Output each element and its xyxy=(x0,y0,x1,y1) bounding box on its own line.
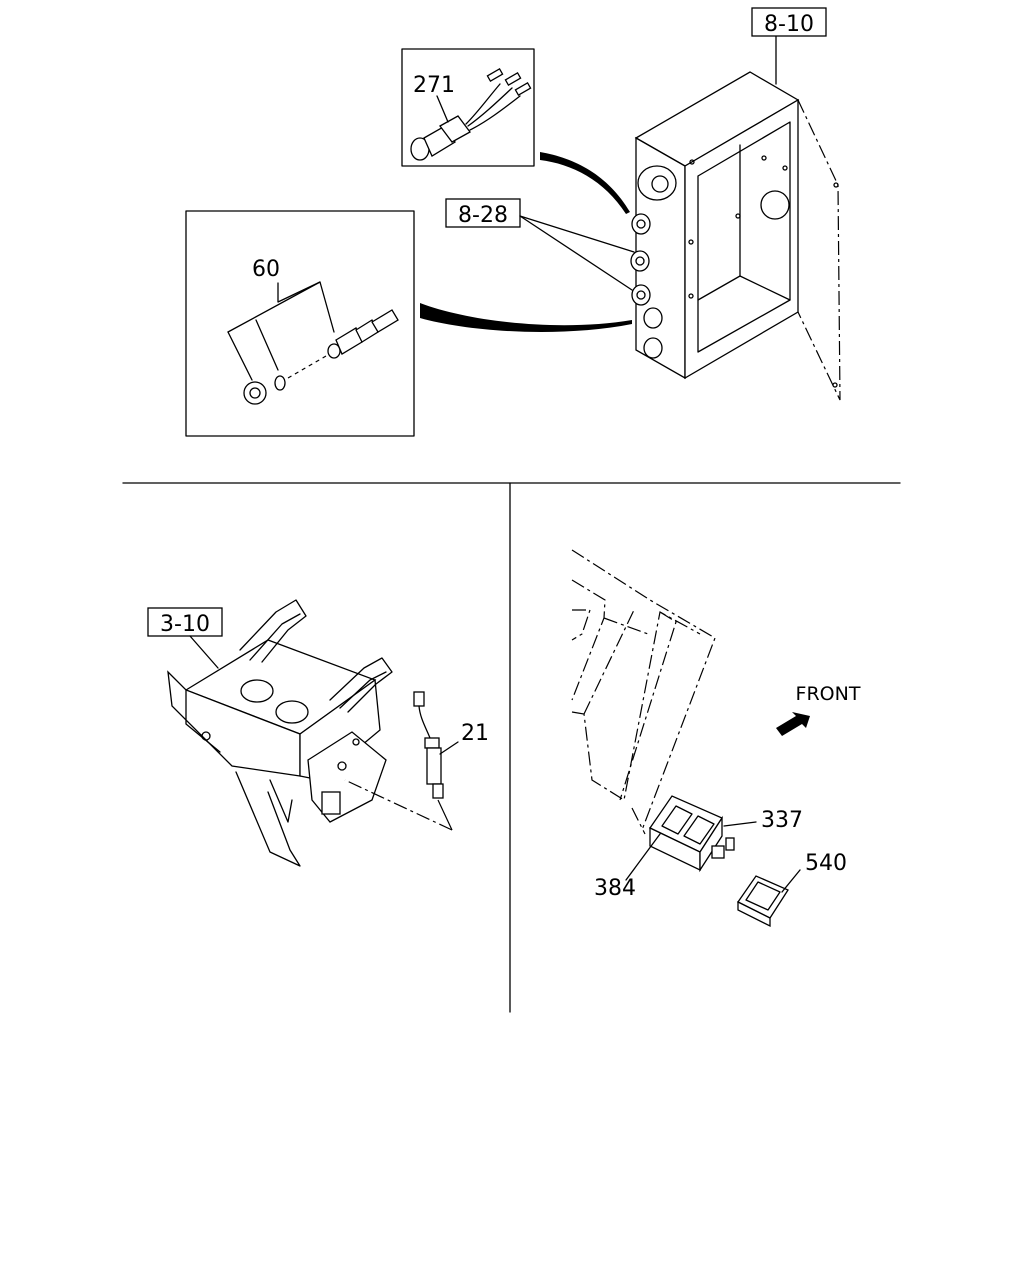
part-271-label: 271 xyxy=(413,73,455,98)
ref-8-28-box xyxy=(445,198,521,228)
part-384-label: 384 xyxy=(594,876,636,901)
ref-3-10-label: 3-10 xyxy=(160,612,210,637)
front-arrow-icon xyxy=(776,712,810,736)
part-337-label: 337 xyxy=(761,808,803,833)
part-21-label: 21 xyxy=(461,721,489,746)
stop-light-switch-part xyxy=(344,691,453,831)
ref-8-28-label: 8-28 xyxy=(458,203,508,228)
ref-8-10-box xyxy=(751,7,827,37)
blank-cover-part xyxy=(737,875,789,928)
inset-60-box xyxy=(185,210,415,437)
pointer-271 xyxy=(540,152,630,214)
dashboard-panel xyxy=(571,549,716,835)
switch-assembly xyxy=(649,795,735,873)
lighter-socket-part xyxy=(410,68,532,161)
junction-box xyxy=(630,35,841,401)
front-label: FRONT xyxy=(796,683,861,705)
part-60-label: 60 xyxy=(252,257,280,282)
ref-3-10-box xyxy=(147,607,223,637)
part-540-label: 540 xyxy=(805,851,847,876)
ref-8-10-label: 8-10 xyxy=(764,12,814,37)
pedal-bracket xyxy=(167,599,393,867)
inset-271-box xyxy=(401,48,535,167)
pointer-60 xyxy=(420,303,632,332)
pressure-switch-part xyxy=(243,309,399,405)
